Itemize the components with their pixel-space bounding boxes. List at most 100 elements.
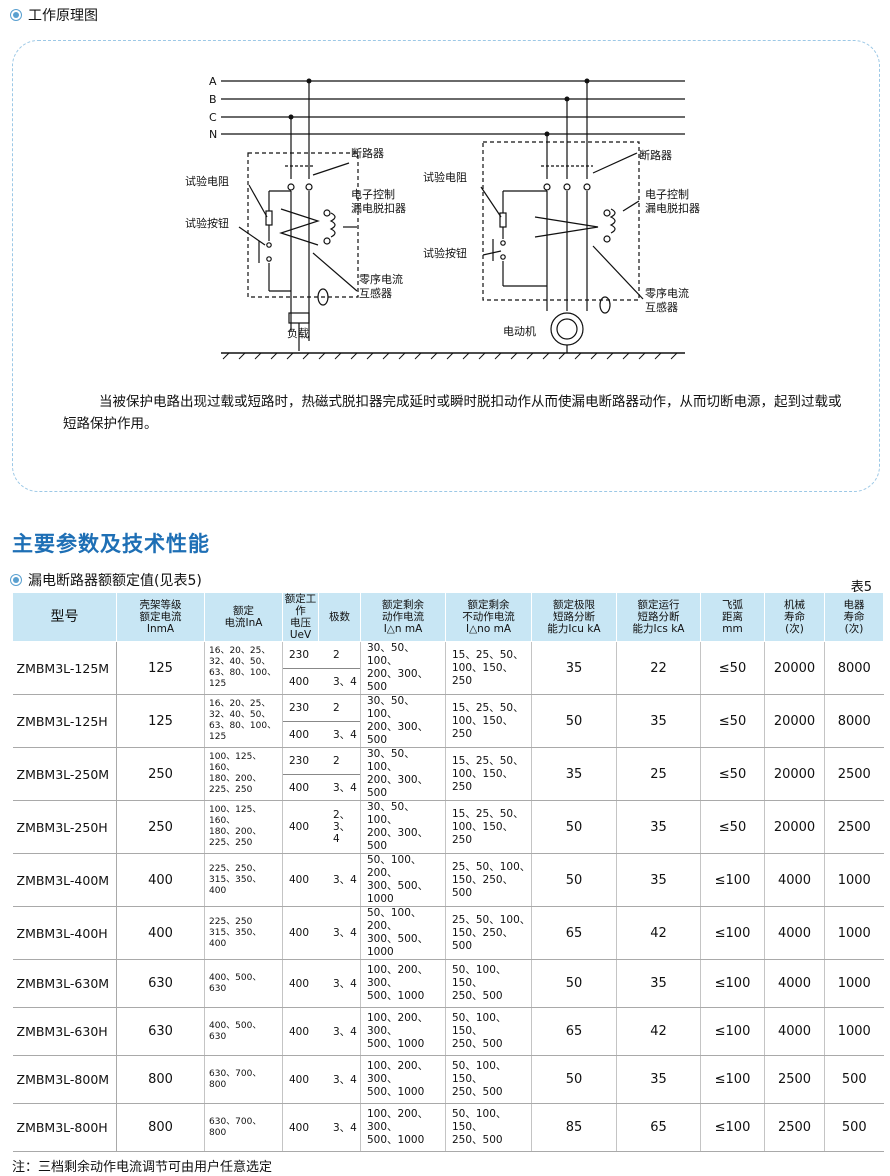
left-breaker-label: 断路器 — [351, 146, 384, 160]
voltage-poles-cell: 400 2、3、 4 — [282, 800, 361, 854]
frame-current-cell: 630 — [116, 1007, 205, 1056]
rated-current-cell: 225、250 315、350、 400 — [204, 906, 283, 960]
model-cell: ZMBM3L-800M — [12, 1055, 117, 1104]
mechanical-life-cell: 2500 — [764, 1055, 825, 1104]
frame-current-cell: 400 — [116, 853, 205, 907]
column-header: 电器 寿命 (次) — [824, 592, 884, 642]
arc-distance-cell: ≤100 — [700, 853, 765, 907]
phase-label-a: A — [209, 75, 217, 88]
column-header: 额定剩余 动作电流 I△n mA — [360, 592, 446, 642]
circle-bullet-icon — [10, 574, 22, 586]
residual-nonoperating-cell: 15、25、50、 100、150、250 — [445, 641, 532, 695]
icu-cell: 35 — [531, 747, 617, 801]
model-cell: ZMBM3L-400M — [12, 853, 117, 907]
voltage-row: 230 2 — [283, 695, 360, 722]
right-ct-label-2: 互感器 — [645, 301, 678, 314]
rated-current-cell: 630、700、 800 — [204, 1055, 283, 1104]
poles-value: 3、4 — [333, 729, 357, 741]
residual-nonoperating-cell: 25、50、100、 150、250、500 — [445, 906, 532, 960]
residual-operating-cell: 30、50、100、 200、300、500 — [360, 747, 446, 801]
model-cell: ZMBM3L-250H — [12, 800, 117, 854]
electrical-life-cell: 8000 — [824, 641, 884, 695]
poles-value: 3、4 — [333, 874, 357, 886]
right-ct-label-1: 零序电流 — [645, 286, 689, 300]
icu-cell: 50 — [531, 694, 617, 748]
icu-cell: 50 — [531, 800, 617, 854]
model-cell: ZMBM3L-630H — [12, 1007, 117, 1056]
column-header: 额定剩余 不动作电流 I△no mA — [445, 592, 532, 642]
mechanical-life-cell: 4000 — [764, 1007, 825, 1056]
poles-value: 2 — [333, 648, 340, 661]
voltage-value: 230 — [289, 648, 310, 661]
column-header: 飞弧 距离 mm — [700, 592, 765, 642]
residual-nonoperating-cell: 25、50、100、 150、250、500 — [445, 853, 532, 907]
ics-cell: 25 — [616, 747, 701, 801]
voltage-value: 400 — [289, 781, 310, 794]
arc-distance-cell: ≤50 — [700, 641, 765, 695]
poles-value: 3、4 — [333, 1121, 357, 1134]
frame-current-cell: 800 — [116, 1103, 205, 1152]
residual-nonoperating-cell: 50、100、150、 250、500 — [445, 1055, 532, 1104]
left-ct-label-2: 互感器 — [359, 287, 392, 300]
residual-operating-cell: 100、200、300、 500、1000 — [360, 1055, 446, 1104]
arc-distance-cell: ≤100 — [700, 1007, 765, 1056]
column-header: 型号 — [12, 592, 117, 642]
ics-cell: 35 — [616, 694, 701, 748]
ics-cell: 42 — [616, 1007, 701, 1056]
ics-cell: 65 — [616, 1103, 701, 1152]
residual-nonoperating-cell: 15、25、50、 100、150、250 — [445, 800, 532, 854]
voltage-poles-cell: 230 2 400 3、4 — [282, 694, 361, 748]
mechanical-life-cell: 4000 — [764, 959, 825, 1008]
icu-cell: 50 — [531, 1055, 617, 1104]
poles-value: 3、4 — [333, 927, 357, 939]
phase-label-n: N — [209, 128, 217, 141]
residual-nonoperating-cell: 15、25、50、 100、150、250 — [445, 747, 532, 801]
right-test-button-label: 试验按钮 — [423, 246, 467, 260]
electrical-life-cell: 500 — [824, 1103, 884, 1152]
voltage-row: 400 3、4 — [283, 1104, 360, 1151]
poles-value: 2、3、 4 — [333, 809, 351, 845]
rated-current-cell: 400、500、 630 — [204, 959, 283, 1008]
ics-cell: 42 — [616, 906, 701, 960]
electrical-life-cell: 8000 — [824, 694, 884, 748]
voltage-value: 400 — [289, 728, 310, 741]
load-label: 负载 — [287, 326, 309, 340]
residual-operating-cell: 50、100、200、 300、500、1000 — [360, 853, 446, 907]
column-header: 壳架等级 额定电流 InmA — [116, 592, 205, 642]
circle-bullet-icon — [10, 9, 22, 21]
voltage-value: 400 — [289, 977, 310, 990]
phase-label-b: B — [209, 93, 217, 106]
left-ct-label-1: 零序电流 — [359, 272, 403, 286]
ics-cell: 35 — [616, 959, 701, 1008]
ics-cell: 35 — [616, 1055, 701, 1104]
voltage-row: 230 2 — [283, 642, 360, 669]
mechanical-life-cell: 20000 — [764, 747, 825, 801]
icu-cell: 85 — [531, 1103, 617, 1152]
poles-value: 2 — [333, 701, 340, 714]
column-header: 额定 电流InA — [204, 592, 283, 642]
voltage-value: 400 — [289, 821, 310, 833]
column-header: 额定极限 短路分断 能力Icu kA — [531, 592, 617, 642]
icu-cell: 50 — [531, 959, 617, 1008]
arc-distance-cell: ≤100 — [700, 1103, 765, 1152]
rated-current-cell: 16、20、25、 32、40、50、 63、80、100、125 — [204, 694, 283, 748]
voltage-value: 400 — [289, 1121, 310, 1134]
voltage-value: 230 — [289, 701, 310, 714]
rated-current-cell: 630、700、 800 — [204, 1103, 283, 1152]
residual-nonoperating-cell: 15、25、50、 100、150、250 — [445, 694, 532, 748]
rated-current-cell: 16、20、25、 32、40、50、 63、80、100、125 — [204, 641, 283, 695]
electrical-life-cell: 1000 — [824, 1007, 884, 1056]
